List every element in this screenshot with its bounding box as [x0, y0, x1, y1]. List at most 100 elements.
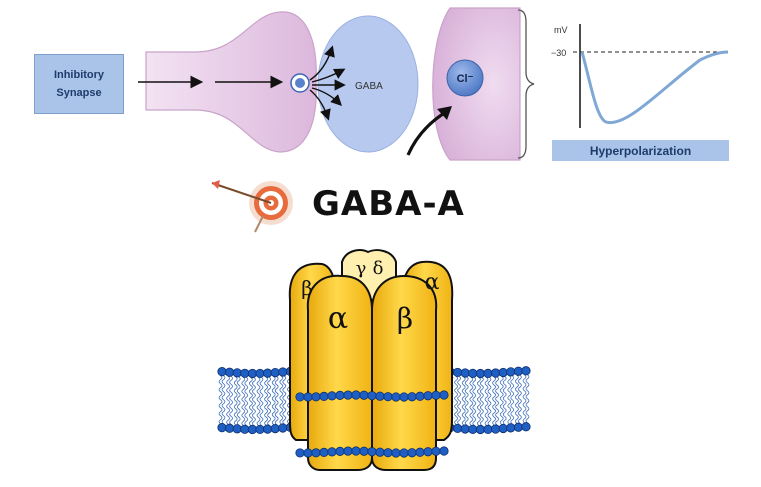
phospholipid-tail	[510, 375, 515, 401]
phospholipid-head	[490, 368, 501, 378]
phospholipid-tail	[515, 374, 519, 400]
phospholipid-tail	[252, 377, 256, 402]
phospholipid-head	[383, 448, 393, 458]
phospholipid-head	[335, 446, 345, 456]
subunit-label-delta: δ	[373, 258, 384, 279]
phospholipid-tail	[252, 401, 256, 426]
subunit-label-front-left: α	[328, 301, 348, 336]
phospholipid-head	[295, 392, 305, 402]
phospholipid-tail	[464, 376, 469, 402]
phospholipid-tail	[487, 377, 492, 402]
phospholipid-head	[359, 390, 369, 400]
hyperpolarization-trace	[580, 50, 729, 125]
phospholipid-head	[439, 390, 449, 400]
phospholipid-tail	[518, 374, 522, 400]
gaba-label: GABA	[355, 81, 383, 92]
phospholipid-tail	[241, 376, 246, 402]
phospholipid-head	[335, 390, 345, 400]
phospholipid-tail	[461, 400, 466, 426]
phospholipid-tail	[282, 399, 287, 425]
phospholipid-tail	[525, 398, 530, 424]
phospholipid-head	[399, 392, 409, 402]
phospholipid-tail	[221, 375, 226, 400]
phospholipid-tail	[484, 377, 489, 402]
phospholipid-tail	[515, 398, 519, 424]
phospholipid-head	[431, 446, 441, 456]
phospholipid-tail	[218, 399, 223, 424]
phospholipid-head	[351, 390, 361, 400]
subunit-label-back-right: α	[425, 270, 440, 295]
phospholipid-head	[483, 424, 493, 434]
phospholipid-tail	[279, 375, 284, 401]
phospholipid-head	[460, 368, 470, 378]
phospholipid-head	[255, 424, 265, 435]
phospholipid-tail	[236, 400, 241, 426]
phospholipid-head	[262, 424, 273, 434]
phospholipid-head	[359, 446, 369, 456]
phospholipid-tail	[287, 399, 291, 424]
phospholipid-head	[513, 422, 524, 432]
phospholipid-tail	[236, 376, 241, 402]
phospholipid-head	[423, 391, 433, 401]
synaptic-cleft	[317, 15, 419, 153]
phospholipid-tail	[525, 374, 530, 400]
phospholipid-tail	[233, 400, 238, 426]
phospholipid-head	[423, 447, 433, 457]
phospholipid-head	[452, 367, 463, 378]
subunit-label-back-left: β	[301, 276, 313, 300]
phospholipid-tail	[522, 398, 527, 424]
phospholipid-tail	[271, 400, 276, 425]
phospholipid-head	[399, 448, 409, 458]
phospholipid-tail	[256, 377, 261, 402]
phospholipid-tail	[267, 400, 271, 426]
chloride-influx-arrowhead	[437, 106, 452, 120]
phospholipid-head	[303, 392, 313, 402]
phospholipid-head	[217, 367, 227, 377]
hyperpolarization-label: Hyperpolarization	[589, 143, 692, 158]
phospholipid-head	[407, 448, 417, 458]
phospholipid-head	[351, 446, 361, 456]
phospholipid-head	[506, 367, 516, 377]
phospholipid-tail	[218, 375, 223, 400]
phospholipid-head	[247, 368, 257, 379]
phospholipid-head	[278, 423, 288, 433]
phospholipid-tail	[495, 400, 499, 426]
phospholipid-tail	[522, 374, 527, 400]
phospholipid-head	[498, 367, 508, 378]
phospholipid-head	[295, 448, 305, 458]
phospholipid-tail	[495, 376, 499, 402]
phospholipid-head	[240, 368, 250, 378]
phospholipid-tail	[274, 376, 279, 401]
phospholipid-tail	[287, 375, 291, 400]
phospholipid-tail	[499, 376, 504, 401]
phospholipid-tail	[229, 399, 233, 425]
phospholipid-head	[255, 368, 265, 379]
phospholipid-tail	[454, 376, 458, 401]
subunit-label-front-right: β	[397, 302, 413, 335]
chloride-ion-label: Cl⁻	[457, 73, 474, 85]
phospholipid-head	[319, 447, 329, 457]
phospholipid-head	[327, 391, 337, 401]
phospholipid-tail	[454, 400, 458, 425]
release-arrow-mid	[311, 68, 346, 83]
phospholipid-head	[475, 368, 485, 379]
phospholipid-tail	[484, 401, 489, 426]
phospholipid-head	[232, 368, 242, 378]
phospholipid-tail	[457, 400, 461, 425]
phospholipid-tail	[507, 399, 512, 425]
phospholipid-head	[439, 446, 449, 456]
phospholipid-head	[367, 391, 377, 401]
gaba-a-receptor: α β β α γ δ	[288, 249, 454, 471]
phospholipid-head	[415, 447, 425, 457]
hyperpolarization-box: Hyperpolarization	[552, 140, 729, 161]
phospholipid-tail	[221, 399, 226, 424]
phospholipid-tail	[226, 375, 230, 401]
phospholipid-tail	[510, 399, 515, 425]
phospholipid-tail	[457, 376, 461, 401]
phospholipid-tail	[256, 401, 261, 426]
phospholipid-head	[490, 424, 501, 434]
release-arrow-down	[311, 87, 342, 106]
phospholipid-head	[232, 424, 242, 434]
phospholipid-tail	[267, 376, 271, 402]
